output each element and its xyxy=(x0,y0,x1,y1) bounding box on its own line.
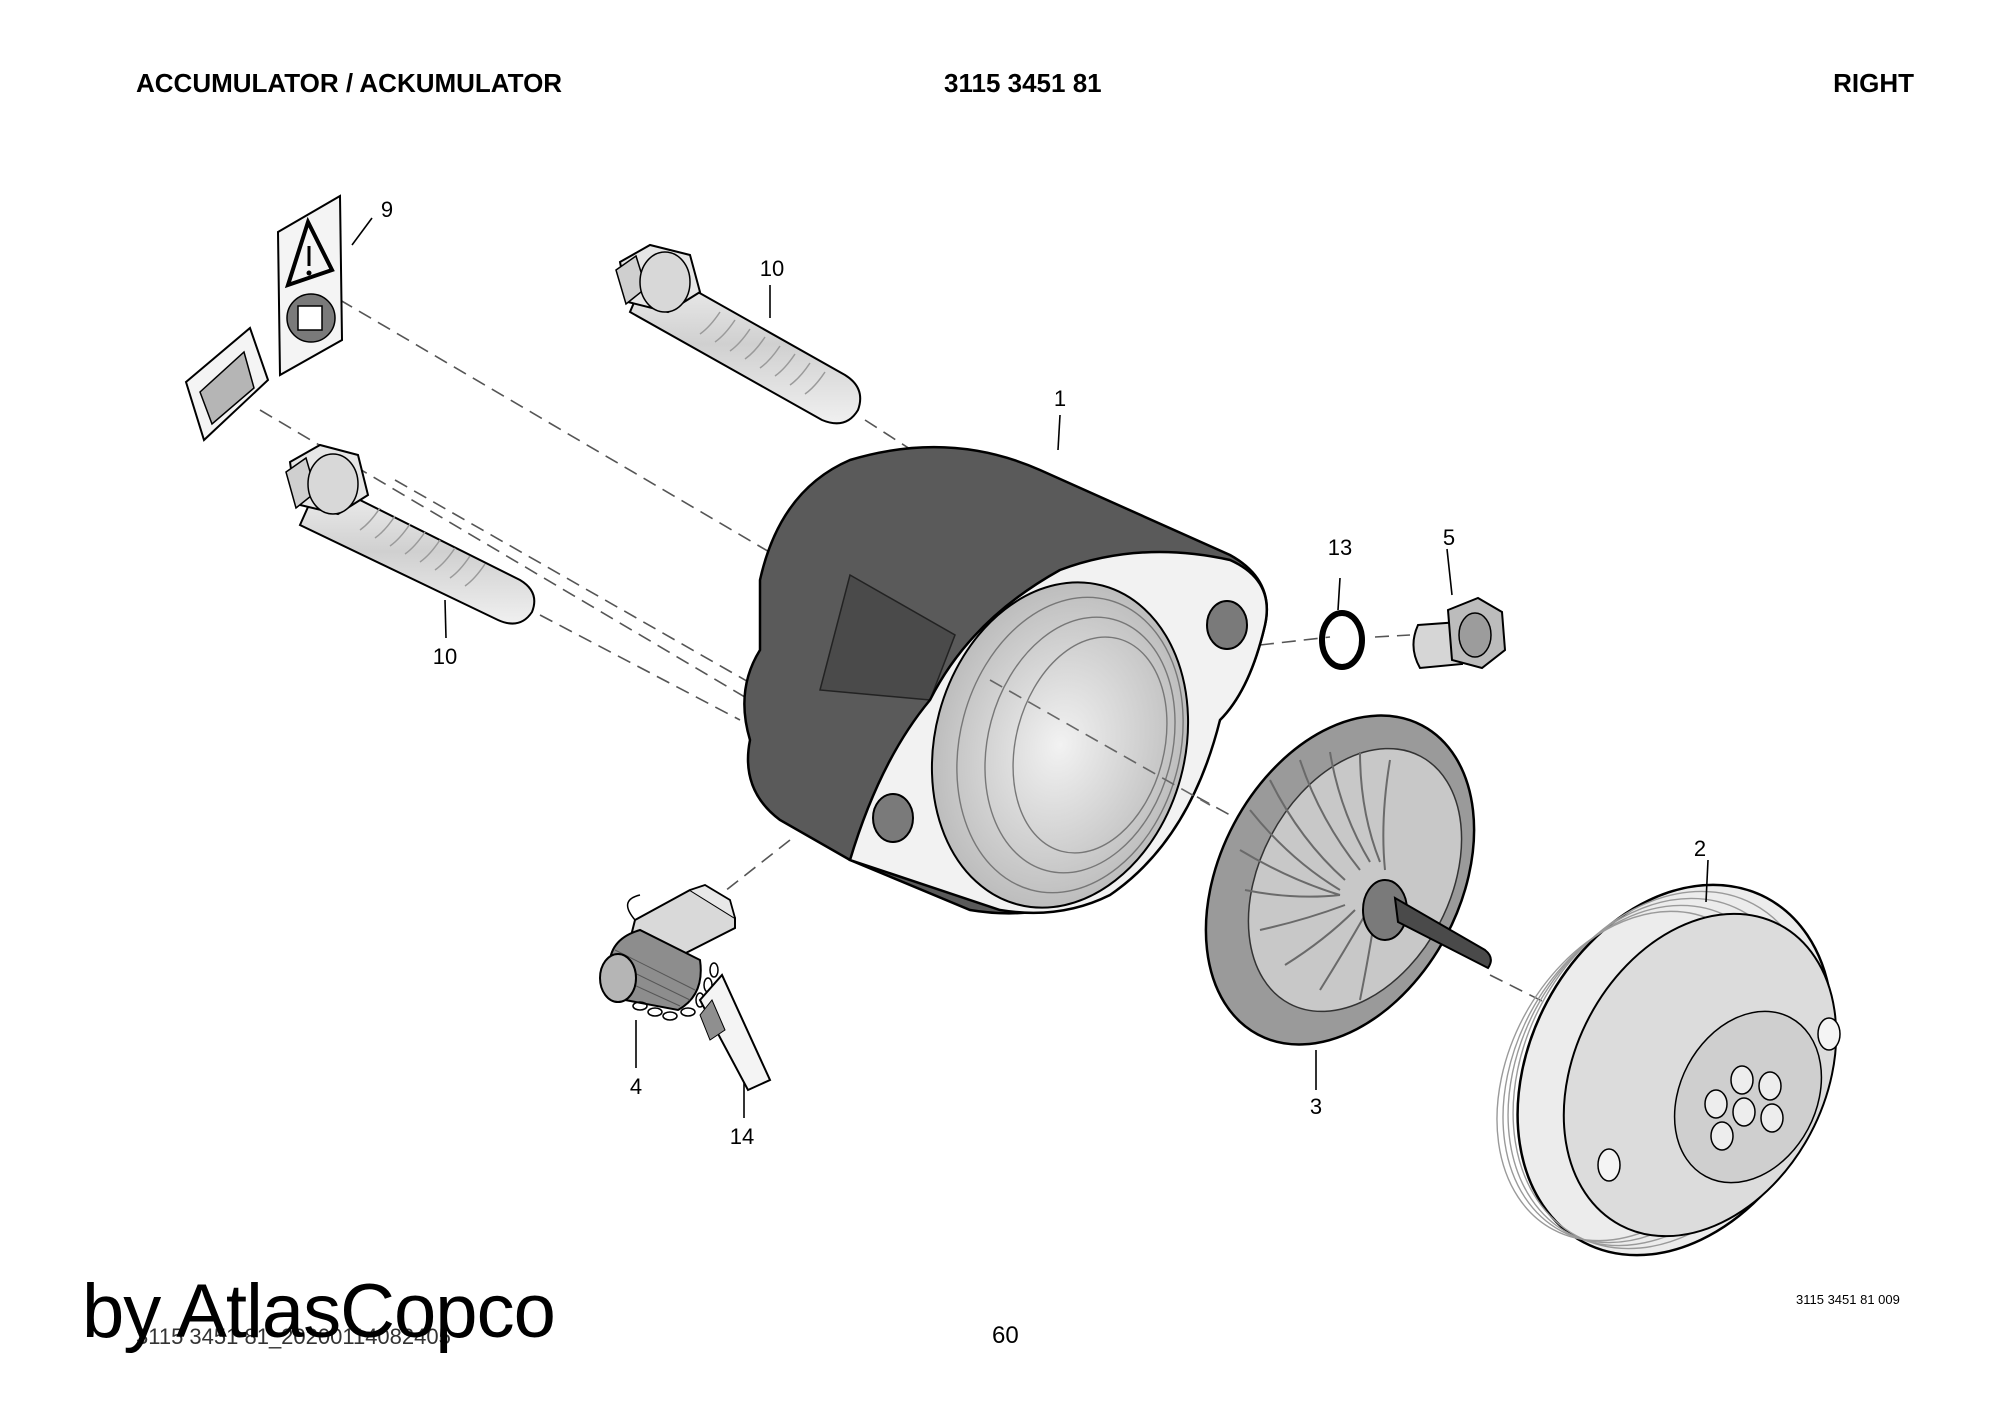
callout-9: 9 xyxy=(381,197,393,222)
bolt-10-upper xyxy=(615,243,862,425)
callout-4: 4 xyxy=(630,1074,642,1099)
callout-10-upper: 10 xyxy=(760,256,784,281)
callout-3: 3 xyxy=(1310,1094,1322,1119)
drawing-number: 3115 3451 81 009 xyxy=(1796,1292,1900,1307)
bladder-stem xyxy=(1393,896,1492,970)
housing-bolt-hole xyxy=(872,793,914,843)
o-ring-13 xyxy=(1319,610,1365,670)
callout-1: 1 xyxy=(1054,386,1066,411)
watermark: by AtlasCopco xyxy=(82,1269,556,1354)
side-label: RIGHT xyxy=(1833,68,1914,98)
page-number: 60 xyxy=(992,1322,1019,1349)
valve-cap-4 xyxy=(599,884,736,1021)
bolt-10-lower xyxy=(285,443,536,625)
callout-5: 5 xyxy=(1443,525,1455,550)
end-cap-port-holes xyxy=(1704,1065,1784,1151)
housing-bolt-hole xyxy=(1206,600,1248,650)
bladder-3 xyxy=(1204,714,1492,1046)
tag-hazard-icon xyxy=(699,999,726,1041)
callout-2: 2 xyxy=(1694,836,1706,861)
end-cap-2 xyxy=(1496,883,1841,1257)
plug-5 xyxy=(1412,596,1507,670)
warning-label-9 xyxy=(184,194,344,442)
drawing-title: ACCUMULATOR / ACKUMULATOR xyxy=(136,68,563,98)
callout-leaders xyxy=(351,217,1709,1118)
accumulator-housing-1 xyxy=(743,445,1269,915)
part-number: 3115 3451 81 xyxy=(944,68,1102,98)
hazard-icon xyxy=(199,350,255,426)
footer-code: 3115 3451 81_20200114082405 xyxy=(136,1324,451,1349)
warning-triangle-icon xyxy=(284,216,335,289)
tag-14 xyxy=(698,973,772,1092)
callout-13: 13 xyxy=(1328,535,1352,560)
callout-10-lower: 10 xyxy=(433,644,457,669)
callout-14: 14 xyxy=(730,1124,754,1149)
